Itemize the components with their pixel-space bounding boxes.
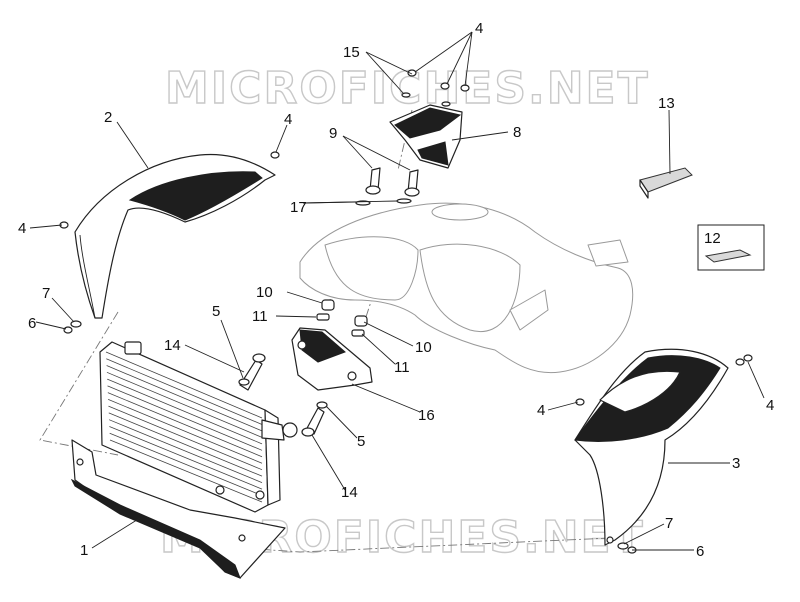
callout-14a: 14 <box>164 337 181 354</box>
callout-11b: 11 <box>394 359 410 376</box>
callout-4e: 4 <box>766 397 774 414</box>
callout-12: 12 <box>704 230 721 247</box>
callout-8: 8 <box>513 124 521 141</box>
radiator <box>99 341 298 513</box>
callout-10a: 10 <box>256 284 273 301</box>
part-13-strip <box>639 167 693 199</box>
middle-bracket <box>291 327 373 391</box>
callout-2: 2 <box>104 109 112 126</box>
watermark-top: MICROFICHES.NET <box>165 63 650 114</box>
callout-11a: 11 <box>252 308 268 325</box>
left-upper-shroud <box>74 153 276 319</box>
callout-9: 9 <box>329 125 337 142</box>
lower-spoiler <box>70 439 286 579</box>
leader-lines <box>29 31 765 551</box>
callout-1: 1 <box>80 542 88 559</box>
callout-3: 3 <box>732 455 740 472</box>
callout-13: 13 <box>658 95 675 112</box>
callout-5b: 5 <box>357 433 365 450</box>
callout-4d: 4 <box>537 402 545 419</box>
callout-17: 17 <box>290 199 307 216</box>
callout-5a: 5 <box>212 303 220 320</box>
callout-10b: 10 <box>415 339 432 356</box>
callout-14b: 14 <box>341 484 358 501</box>
right-side-panel <box>574 348 729 546</box>
callout-7a: 7 <box>42 285 50 302</box>
upper-bracket <box>389 104 463 169</box>
callout-16: 16 <box>418 407 435 424</box>
part-12-box <box>697 224 765 271</box>
callout-7b: 7 <box>665 515 673 532</box>
callout-6a: 6 <box>28 315 36 332</box>
callout-4c: 4 <box>18 220 26 237</box>
callout-4b: 4 <box>284 111 292 128</box>
callout-15: 15 <box>343 44 360 61</box>
fasteners <box>59 69 753 554</box>
callout-labels: 1 2 3 4 4 4 4 4 5 5 6 6 7 7 8 9 10 10 11… <box>18 20 774 560</box>
fuel-tank-outline <box>299 202 634 374</box>
callout-4a: 4 <box>475 20 483 37</box>
callout-6b: 6 <box>696 543 704 560</box>
